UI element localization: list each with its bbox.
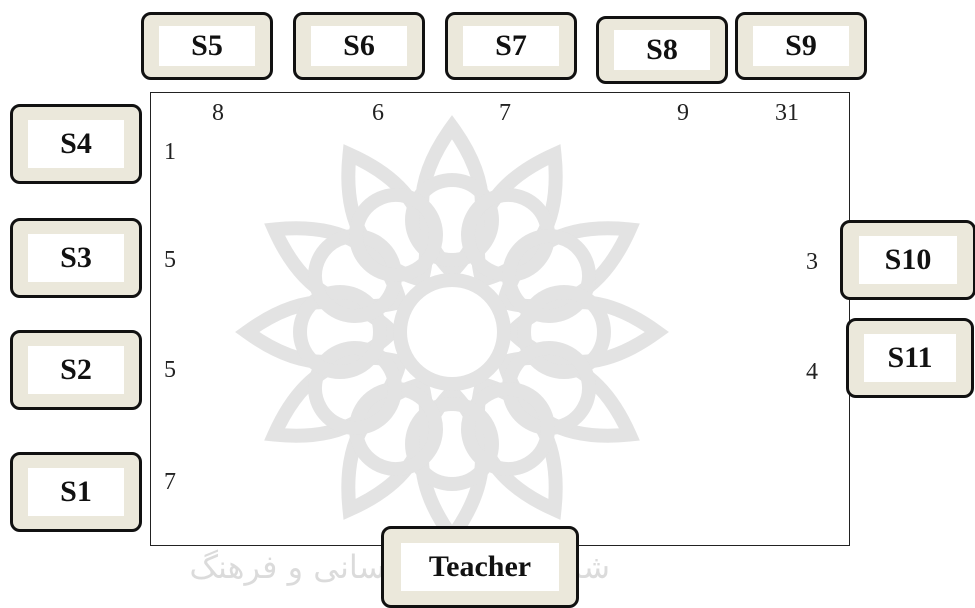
seat-label: S8 (614, 30, 710, 70)
seat-label: S10 (859, 236, 958, 283)
classroom-boundary (150, 92, 850, 546)
teacher-label: Teacher (401, 543, 558, 592)
seat-label: S1 (28, 468, 124, 515)
count-s2: 5 (164, 358, 176, 382)
seat-s11[interactable]: S11 (846, 318, 974, 398)
count-s3: 5 (164, 248, 176, 272)
seat-label: S7 (463, 26, 559, 66)
count-s6: 6 (372, 101, 384, 125)
seat-s8[interactable]: S8 (596, 16, 728, 84)
count-s10: 3 (806, 250, 818, 274)
seat-label: S11 (864, 334, 957, 381)
count-s11: 4 (806, 360, 818, 384)
seat-s10[interactable]: S10 (840, 220, 975, 300)
seat-label: S3 (28, 234, 124, 281)
seat-s1[interactable]: S1 (10, 452, 142, 532)
seat-s5[interactable]: S5 (141, 12, 273, 80)
seat-s4[interactable]: S4 (10, 104, 142, 184)
seat-s2[interactable]: S2 (10, 330, 142, 410)
count-s5: 8 (212, 101, 224, 125)
seat-label: S4 (28, 120, 124, 167)
seat-s3[interactable]: S3 (10, 218, 142, 298)
count-s8: 9 (677, 101, 689, 125)
seat-label: S6 (311, 26, 407, 66)
count-s4: 1 (164, 140, 176, 164)
count-s7: 7 (499, 101, 511, 125)
seat-s9[interactable]: S9 (735, 12, 867, 80)
seat-label: S2 (28, 346, 124, 393)
seat-label: S5 (159, 26, 255, 66)
teacher-seat[interactable]: Teacher (381, 526, 579, 608)
count-s1: 7 (164, 470, 176, 494)
seat-s7[interactable]: S7 (445, 12, 577, 80)
seat-label: S9 (753, 26, 849, 66)
count-s9: 31 (775, 101, 799, 125)
seat-s6[interactable]: S6 (293, 12, 425, 80)
